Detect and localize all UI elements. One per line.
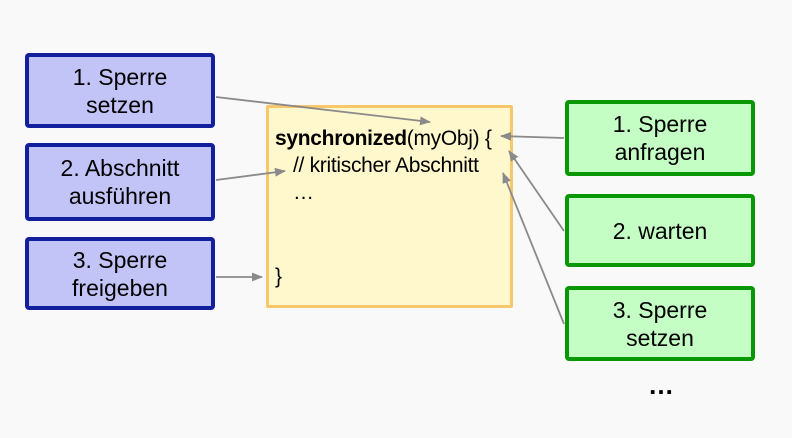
left-step-3-line2: freigeben [72, 274, 168, 301]
code-signature-rest: (myObj) { [406, 127, 492, 150]
left-step-box-1-sperre-setzen: 1. Sperre setzen [25, 53, 215, 128]
code-line-closing-brace: } [275, 265, 282, 288]
left-step-1-line2: setzen [86, 91, 154, 118]
right-step-3-line1: 3. Sperre [612, 296, 708, 323]
arrow-right-step2-to-open-brace-icon [508, 150, 565, 232]
right-step-3-line2: setzen [626, 324, 694, 351]
right-step-box-2-warten: 2. warten [565, 194, 755, 267]
right-step-box-3-sperre-setzen: 3. Sperre setzen [565, 286, 755, 361]
footer-ellipsis: … [648, 370, 676, 400]
left-step-1-line1: 1. Sperre [72, 63, 168, 90]
right-step-box-1-sperre-anfragen: 1. Sperre anfragen [565, 100, 755, 176]
code-box-synchronized-block: synchronized(myObj) { // kritischer Absc… [266, 105, 513, 308]
code-keyword-synchronized: synchronized [275, 127, 407, 150]
right-step-1-line2: anfragen [614, 139, 706, 165]
left-step-box-3-sperre-freigeben: 3. Sperre freigeben [25, 237, 215, 310]
code-line-signature: synchronized(myObj) { [275, 125, 506, 152]
left-step-2-line2: ausführen [68, 183, 172, 209]
left-step-2-line1: 2. Abschnitt [60, 155, 180, 181]
left-step-3-line1: 3. Sperre [72, 246, 168, 273]
right-step-2-line1: 2. warten [612, 217, 708, 244]
left-step-box-2-abschnitt-ausfuehren: 2. Abschnitt ausführen [25, 143, 215, 221]
code-line-ellipsis: … [293, 181, 314, 204]
right-step-1-line1: 1. Sperre [612, 111, 708, 137]
code-line-comment: // kritischer Abschnitt [293, 154, 479, 177]
